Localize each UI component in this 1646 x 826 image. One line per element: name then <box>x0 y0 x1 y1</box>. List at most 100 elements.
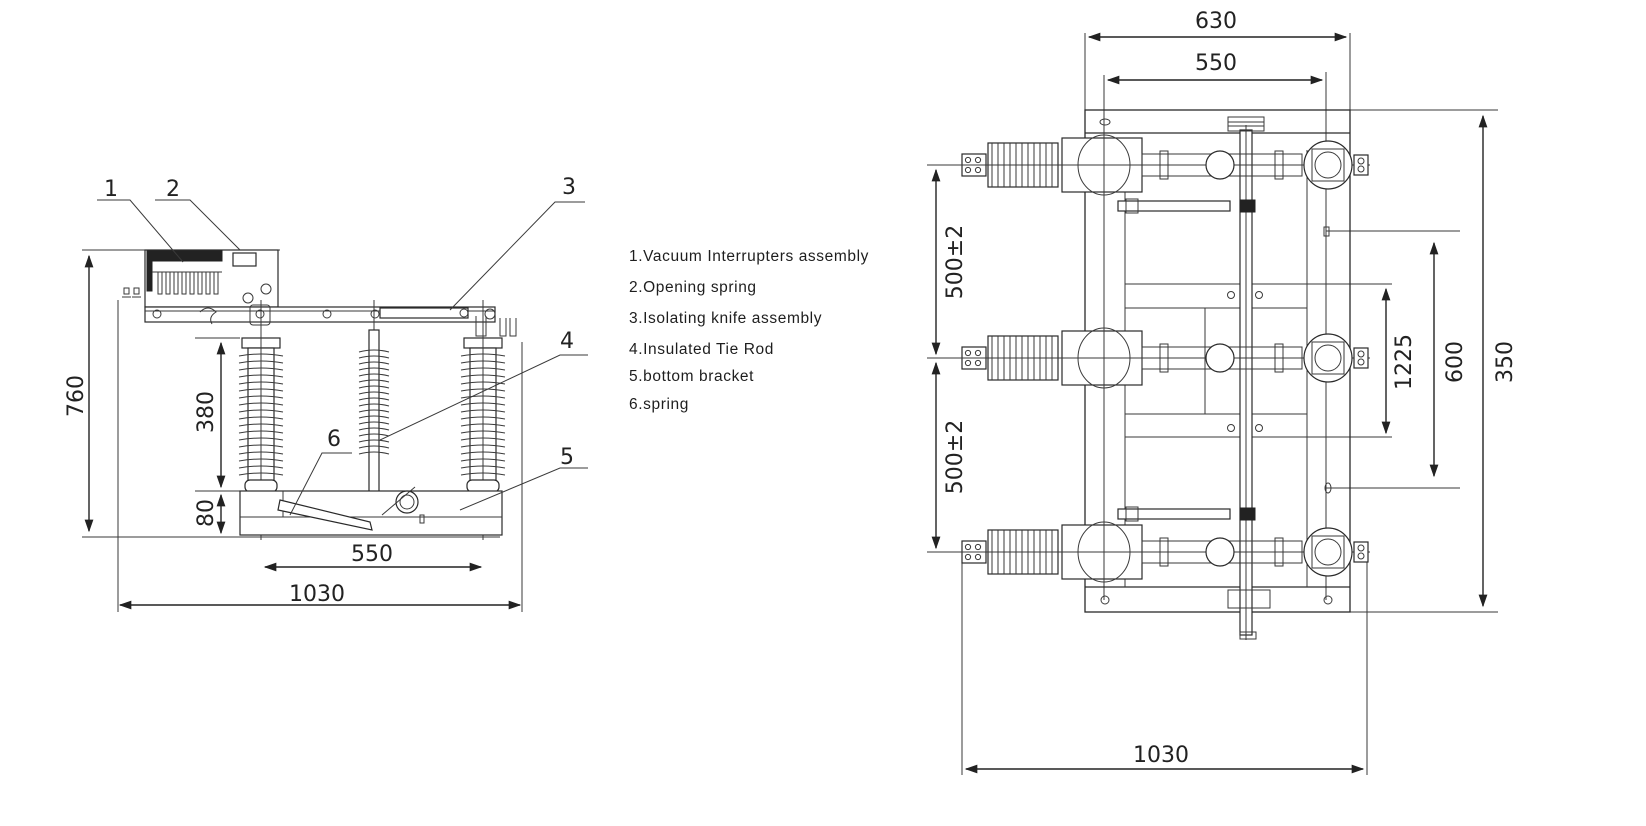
leader-3 <box>449 201 585 311</box>
insulator-shed <box>238 472 284 476</box>
dim-text-550: 550 <box>351 542 393 567</box>
pivot-hole <box>260 283 272 295</box>
knife-blade <box>379 307 469 319</box>
phase-pole <box>950 324 1370 392</box>
insulator-right <box>460 300 506 540</box>
insulator-shed <box>460 388 506 392</box>
leader-4 <box>379 354 588 441</box>
shaft-top-block <box>1227 116 1265 132</box>
insulator-shed <box>358 421 390 425</box>
bolt <box>484 308 496 320</box>
insulator-shed <box>358 367 390 371</box>
operating-rod <box>1117 198 1256 214</box>
opening-spring-block <box>232 252 257 267</box>
insulator-shed <box>460 395 506 399</box>
crank-wheel <box>395 490 419 514</box>
insulator-shed <box>358 355 390 359</box>
interrupter-hatch <box>146 250 153 292</box>
mounting-slot <box>1099 118 1111 126</box>
insulator-shed <box>238 367 284 371</box>
dim-text-500-lower: 500±2 <box>943 420 968 494</box>
insulator-shed <box>238 402 284 406</box>
interrupter-fins <box>152 271 222 295</box>
insulator-shed <box>238 458 284 462</box>
callout-5: 5 <box>560 445 574 470</box>
legend-item: 5.bottom bracket <box>629 368 755 385</box>
insulator-shed <box>358 439 390 443</box>
stop-pin <box>419 514 425 524</box>
insulator-shed <box>358 445 390 449</box>
insulator-shed <box>460 423 506 427</box>
insulator-shed <box>358 433 390 437</box>
legend-item: 6.spring <box>629 396 689 413</box>
insulator-shed <box>238 444 284 448</box>
insulator-shed <box>460 451 506 455</box>
legend-item: 1.Vacuum Interrupters assembly <box>629 248 869 265</box>
insulator-shed <box>460 430 506 434</box>
insulator-shed <box>358 409 390 413</box>
insulator-shed <box>358 391 390 395</box>
insulator-shed <box>238 416 284 420</box>
insulator-shed <box>238 381 284 385</box>
spring <box>277 499 373 531</box>
cam-link <box>199 307 217 325</box>
operating-rod <box>1117 506 1256 522</box>
dim-text-380: 380 <box>194 391 219 433</box>
contact-fingers <box>475 316 517 337</box>
plate-bolts <box>1227 291 1263 432</box>
insulator-shed <box>460 416 506 420</box>
mounting-slot <box>1323 226 1330 237</box>
dim-text-350: 350 <box>1493 341 1518 383</box>
insulator-shed <box>460 367 506 371</box>
mounting-hole <box>1100 595 1110 605</box>
dim-text-1225: 1225 <box>1392 334 1417 390</box>
terminal-lugs <box>122 287 141 298</box>
mounting-hole <box>1323 595 1333 605</box>
dim-text-80: 80 <box>194 499 219 527</box>
insulator-shed <box>460 402 506 406</box>
insulator-shed <box>358 373 390 377</box>
insulator-shed <box>460 360 506 364</box>
dim-text-600: 600 <box>1443 341 1468 383</box>
insulator-shed <box>238 388 284 392</box>
insulator-shed <box>358 403 390 407</box>
insulator-shed <box>460 381 506 385</box>
insulator-shed <box>238 395 284 399</box>
insulator-shed <box>460 458 506 462</box>
insulator-shed <box>460 472 506 476</box>
insulator-shed <box>460 437 506 441</box>
leader-2 <box>155 199 241 251</box>
side-view: 1 2 3 4 5 6 760 380 80 550 1030 <box>64 175 588 612</box>
insulator-shed <box>238 437 284 441</box>
insulator-left <box>238 300 284 540</box>
insulator-shed <box>238 353 284 357</box>
legend-item: 3.Isolating knife assembly <box>629 310 823 327</box>
insulator-shed <box>238 451 284 455</box>
insulator-shed <box>358 379 390 383</box>
insulator-shed <box>460 374 506 378</box>
legend-item: 2.Opening spring <box>629 279 757 296</box>
bolt <box>322 309 332 319</box>
insulator-shed <box>460 465 506 469</box>
leader-1 <box>97 199 184 263</box>
insulator-shed <box>358 451 390 455</box>
callout-3: 3 <box>562 175 576 200</box>
insulator-shed <box>238 409 284 413</box>
insulator-shed <box>358 415 390 419</box>
dim-text-1030: 1030 <box>289 582 345 607</box>
insulator-shed <box>238 465 284 469</box>
dim-text-630: 630 <box>1195 9 1237 34</box>
callout-1: 1 <box>104 177 118 202</box>
shaft-bottom-block <box>1227 589 1271 609</box>
top-view: 630 550 500±2 500±2 1225 600 350 1030 <box>927 9 1518 775</box>
mounting-slot <box>1324 482 1332 494</box>
bolt <box>370 309 380 319</box>
insulator-shed <box>238 430 284 434</box>
dim-text-550-top: 550 <box>1195 51 1237 76</box>
insulated-tie-rod <box>358 300 390 520</box>
dim-text-1030-top: 1030 <box>1133 743 1189 768</box>
dim-text-760: 760 <box>64 375 89 417</box>
insulator-shed <box>358 361 390 365</box>
leader-5 <box>459 467 588 511</box>
